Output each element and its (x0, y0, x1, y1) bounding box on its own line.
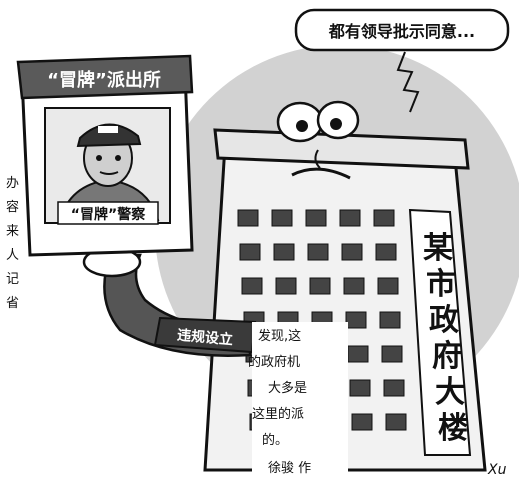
article-fragment-lines: 发现,这 的政府机 大多是 这里的派 的。 徐骏 作 (248, 322, 348, 482)
svg-text:人: 人 (6, 248, 19, 263)
building-window (307, 243, 329, 261)
building-window (273, 243, 295, 261)
article-edge-text: 办 容 来 人 记 省 (6, 176, 19, 311)
building-window (375, 243, 397, 261)
building-window (377, 277, 399, 295)
article-line: 大多是 (268, 380, 307, 396)
police-cap-icon (76, 123, 142, 148)
article-byline: 徐骏 作 (268, 461, 311, 476)
article-line: 的。 (262, 432, 288, 448)
building-face (276, 100, 360, 180)
building-window (271, 209, 293, 227)
svg-text:容: 容 (6, 199, 19, 215)
mouth-icon (291, 167, 351, 180)
building-window (349, 379, 371, 397)
building-window (381, 345, 403, 363)
building-window (351, 413, 373, 431)
portrait-caption: “冒牌”警察 (71, 206, 146, 223)
building-window (239, 243, 261, 261)
building-window (275, 277, 297, 295)
building-window (309, 277, 331, 295)
article-line: 这里的派 (252, 406, 304, 422)
article-line: 的政府机 (248, 354, 300, 370)
svg-text:违规设立: 违规设立 (176, 327, 233, 349)
building-window (241, 277, 263, 295)
article-line: 发现,这 (258, 328, 301, 344)
fake-police-sign: “冒牌”派出所 “冒牌”警察 (16, 54, 194, 257)
building-label-text: 某市政府大楼 (423, 231, 468, 446)
svg-text:办: 办 (6, 176, 19, 191)
building-window (341, 243, 363, 261)
svg-text:省: 省 (6, 296, 19, 311)
building-label: 某市政府大楼 (423, 231, 468, 446)
svg-text:来: 来 (6, 224, 19, 239)
sign-title: “冒牌”派出所 (47, 69, 161, 91)
building-window (347, 345, 369, 363)
building-window (339, 209, 361, 227)
building-window (373, 209, 395, 227)
building-window (343, 277, 365, 295)
building-window (345, 311, 367, 329)
arm-band: 违规设立 (153, 316, 257, 354)
building-window (237, 209, 259, 227)
svg-text:记: 记 (6, 272, 19, 287)
building-window (379, 311, 401, 329)
speech-tail-icon (396, 51, 420, 113)
building-window (305, 209, 327, 227)
building-window (383, 379, 405, 397)
speech-bubble: 都有领导批示同意... (294, 8, 510, 52)
speech-bubble-text: 都有领导批示同意... (328, 22, 475, 41)
building-window (385, 413, 407, 431)
cartoonist-signature: Xu (487, 462, 507, 478)
